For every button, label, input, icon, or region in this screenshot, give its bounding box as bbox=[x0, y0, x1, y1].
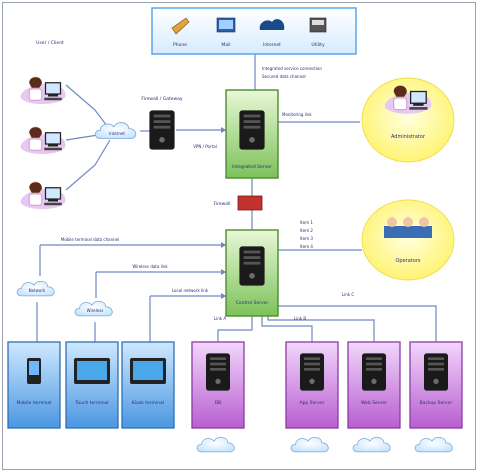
center-server-label: Control Server bbox=[236, 300, 269, 306]
admin-bubble bbox=[361, 77, 455, 163]
right-list-item: Item 2 bbox=[300, 228, 313, 233]
branch-label: Link C bbox=[342, 292, 354, 297]
center-server-icon bbox=[239, 246, 265, 286]
note-top-right-line: Secured data channel bbox=[262, 74, 306, 79]
user-at-computer-icon bbox=[19, 180, 67, 210]
server-cloud-icon bbox=[414, 436, 453, 453]
right-list-item: Item 3 bbox=[300, 236, 313, 241]
diagram-frame bbox=[2, 2, 476, 470]
main-server-icon bbox=[239, 110, 265, 150]
operator-bubble-label: Operators bbox=[396, 258, 421, 264]
terminal-box bbox=[65, 341, 119, 429]
user3-to-cloud bbox=[65, 139, 111, 191]
terminal-box bbox=[7, 341, 61, 429]
gateway-server-icon bbox=[149, 110, 175, 150]
terminal-label: Touch terminal bbox=[74, 400, 108, 406]
left-users-caption: User / Client bbox=[36, 40, 64, 46]
main-server-label: Integrated Server bbox=[232, 164, 272, 170]
server-tower-icon bbox=[300, 353, 324, 391]
user2-to-cloud bbox=[65, 134, 99, 141]
note-top-right-line: Integrated service connection bbox=[262, 66, 322, 71]
mail-icon bbox=[216, 17, 236, 33]
gateway-server-tag: VPN / Portal bbox=[193, 144, 217, 149]
top-bar-item-label: Mail bbox=[221, 42, 230, 48]
server-label: Backup Server bbox=[420, 400, 453, 406]
server-tower-icon bbox=[206, 353, 230, 391]
terminal-label: Mobile terminal bbox=[17, 400, 52, 406]
center-to-web bbox=[267, 316, 375, 342]
user-at-computer-icon bbox=[19, 125, 67, 155]
server-cloud-icon bbox=[352, 436, 391, 453]
printer-icon bbox=[309, 17, 327, 33]
top-bar-item-label: Utility bbox=[311, 42, 325, 48]
user-at-computer-icon bbox=[19, 75, 67, 105]
network-cloud-label: Network bbox=[29, 288, 46, 293]
center-to-db bbox=[217, 316, 253, 342]
arrow-line-b bbox=[221, 269, 226, 275]
tablet-screen bbox=[133, 361, 163, 380]
mobile-screen bbox=[29, 361, 39, 375]
arrow-line-c bbox=[221, 293, 226, 299]
tablet-screen bbox=[77, 361, 107, 380]
middle-note-line-c: Local network link bbox=[172, 288, 209, 293]
arrow-gateway-main bbox=[221, 127, 226, 133]
server-label: DB bbox=[215, 400, 222, 406]
terminal-label: Kiosk terminal bbox=[132, 400, 164, 406]
server-tower-icon bbox=[362, 353, 386, 391]
server-tower-icon bbox=[424, 353, 448, 391]
firewall-icon bbox=[237, 195, 263, 211]
top-bar-item-label: Internet bbox=[263, 42, 281, 48]
server-cloud-icon bbox=[290, 436, 329, 453]
gateway-server-label: Firewall / Gateway bbox=[141, 96, 183, 102]
server-label: App Server bbox=[300, 400, 325, 406]
phone-icon bbox=[171, 17, 190, 35]
note-top-right-line: Monitoring link bbox=[282, 112, 312, 117]
middle-note-line-b: Wireless data link bbox=[132, 264, 168, 269]
cloud-icon bbox=[259, 19, 285, 30]
internet-cloud-label: Internet bbox=[109, 131, 125, 136]
arrow-line-a bbox=[221, 242, 226, 248]
firewall-label: Firewall bbox=[214, 201, 231, 207]
admin-bubble-label: Administrator bbox=[391, 134, 426, 140]
user1-to-cloud bbox=[65, 84, 111, 131]
operators-meeting-icon bbox=[384, 217, 432, 238]
branch-label: Link B bbox=[294, 316, 306, 321]
wireless-cloud-label: Wireless bbox=[87, 308, 104, 313]
middle-note-line-a: Mobile terminal data channel bbox=[61, 237, 119, 242]
center-to-backup bbox=[273, 305, 437, 342]
top-bar-item-label: Phone bbox=[173, 42, 187, 48]
center-to-app bbox=[261, 316, 313, 342]
server-label: Web Server bbox=[361, 400, 387, 406]
branch-label: Link A bbox=[214, 316, 226, 321]
operator-bubble bbox=[361, 199, 455, 281]
right-list-item: Item 1 bbox=[300, 220, 313, 225]
right-list-item: Item 4 bbox=[300, 244, 313, 249]
server-cloud-icon bbox=[196, 436, 235, 453]
terminal-box bbox=[121, 341, 175, 429]
